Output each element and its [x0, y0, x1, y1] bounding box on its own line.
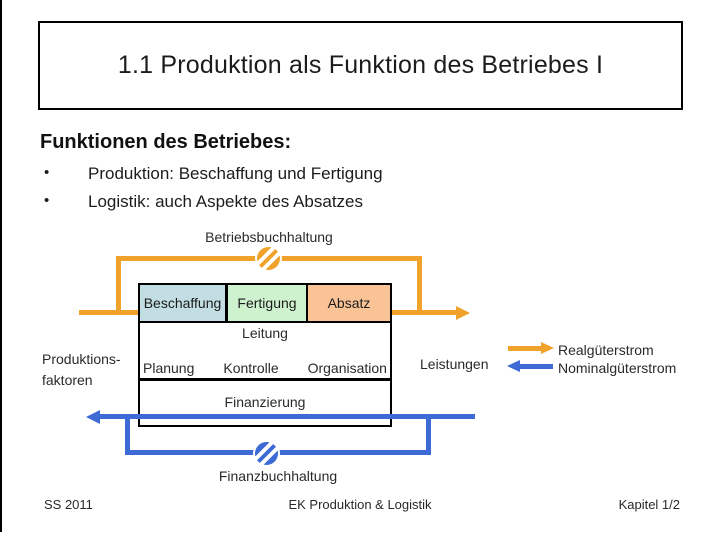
title-box: 1.1 Produktion als Funktion des Betriebe… [38, 21, 683, 110]
slide-left-border [0, 0, 2, 532]
label-organisation: Organisation [307, 360, 387, 376]
label-planung: Planung [143, 360, 195, 376]
label-finanzbuchhaltung: Finanzbuchhaltung [218, 468, 338, 484]
section-heading: Funktionen des Betriebes: [40, 131, 292, 153]
nominal-flow-line [100, 414, 475, 419]
label-leitung: Leitung [242, 325, 288, 341]
box-absatz: Absatz [306, 283, 392, 323]
bullet-item: • Logistik: auch Aspekte des Absatzes [44, 192, 363, 212]
bullet-marker: • [44, 192, 50, 209]
footer-course: EK Produktion & Logistik [288, 497, 432, 512]
label-leistungen: Leistungen [420, 356, 489, 372]
label-kontrolle: Kontrolle [223, 360, 279, 376]
box-label: Absatz [327, 295, 371, 311]
page-title: 1.1 Produktion als Funktion des Betriebe… [117, 51, 604, 79]
real-flow-arrowhead-icon [456, 306, 470, 320]
box-beschaffung: Beschaffung [138, 283, 227, 323]
legend-nominal-flow-arrowhead-icon [507, 360, 520, 372]
bullet-text: Logistik: auch Aspekte des Absatzes [88, 192, 364, 211]
box-label: Fertigung [237, 295, 297, 311]
legend-nominal-flow-line [520, 364, 553, 369]
label-finanzierung: Finanzierung [224, 394, 306, 410]
footer-chapter: Kapitel 1/2 [618, 497, 680, 512]
footer-semester: SS 2011 [44, 497, 93, 512]
finance-divider-line [138, 378, 392, 381]
legend-real-flow-label: Realgüterstrom [558, 342, 654, 358]
label-line: faktoren [42, 372, 93, 388]
label-betriebsbuchhaltung: Betriebsbuchhaltung [205, 229, 333, 245]
bullet-item: • Produktion: Beschaffung und Fertigung [44, 164, 383, 184]
management-functions-row: Planung Kontrolle Organisation [143, 360, 387, 376]
label-line: Produktions- [42, 351, 121, 367]
box-label: Beschaffung [143, 295, 222, 311]
legend-nominal-flow-label: Nominalgüterstrom [558, 360, 677, 376]
legend-real-flow-arrowhead-icon [541, 342, 554, 354]
nominal-flow-circle-icon [255, 442, 278, 465]
real-flow-circle-icon [257, 247, 280, 270]
nominal-flow-loop [125, 419, 431, 455]
bullet-marker: • [44, 164, 50, 181]
box-fertigung: Fertigung [226, 283, 308, 323]
bullet-text: Produktion: Beschaffung und Fertigung [88, 164, 383, 183]
label-produktionsfaktoren: Produktions- faktoren [42, 349, 121, 391]
nominal-flow-arrowhead-icon [86, 410, 100, 424]
legend-real-flow-line [508, 346, 542, 351]
